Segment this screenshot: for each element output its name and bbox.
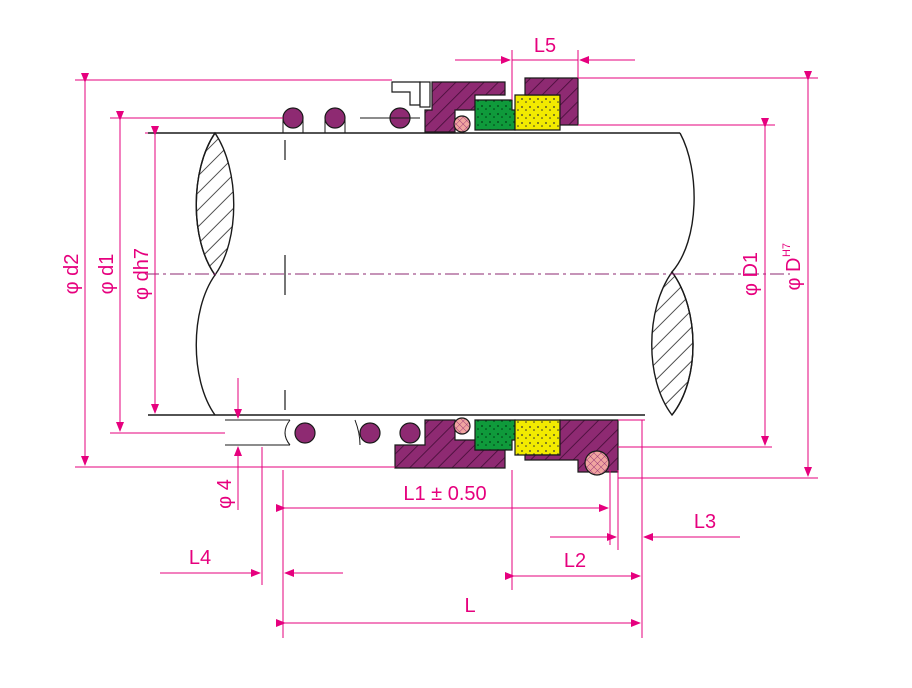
- rotating-housing: [424, 81, 506, 133]
- dim-L3-label: L3: [694, 511, 716, 533]
- lower-seal-assembly: [225, 417, 619, 476]
- upper-seal-assembly: [282, 77, 579, 133]
- spring-coil: [399, 422, 421, 444]
- dim-D-label: φ D: [783, 258, 805, 291]
- spring-coil: [324, 107, 346, 129]
- dim-L4-label: L4: [189, 547, 211, 569]
- dim-d2-label: φ d2: [61, 254, 83, 295]
- dim-D1-label: φ D1: [740, 252, 762, 296]
- stationary-seat: [514, 419, 561, 456]
- spring-coil: [282, 107, 304, 129]
- dim-L-label: L: [464, 595, 475, 617]
- rotating-seal-face: [474, 99, 516, 131]
- dim-d4-label: φ 4: [214, 479, 236, 509]
- left-shaft-section-hatch: [195, 131, 235, 277]
- shaft: [145, 131, 790, 417]
- dim-D-tolerance: H7: [781, 243, 793, 257]
- o-ring: [453, 115, 471, 133]
- stationary-seat: [514, 94, 561, 131]
- dim-dh7-label: φ dh7: [131, 248, 153, 300]
- dim-d1-label: φ d1: [96, 254, 118, 295]
- dimension-lines: [75, 50, 818, 638]
- dim-L1-label: L1 ± 0.50: [403, 483, 486, 505]
- spring-coil: [294, 422, 316, 444]
- stationary-o-ring: [584, 450, 610, 476]
- dim-L2-label: L2: [564, 550, 586, 572]
- right-shaft-section-hatch: [651, 270, 694, 417]
- rotating-seal-face: [474, 419, 516, 451]
- dim-L5-label: L5: [534, 35, 556, 57]
- o-ring: [453, 417, 471, 435]
- spring-coil: [359, 422, 381, 444]
